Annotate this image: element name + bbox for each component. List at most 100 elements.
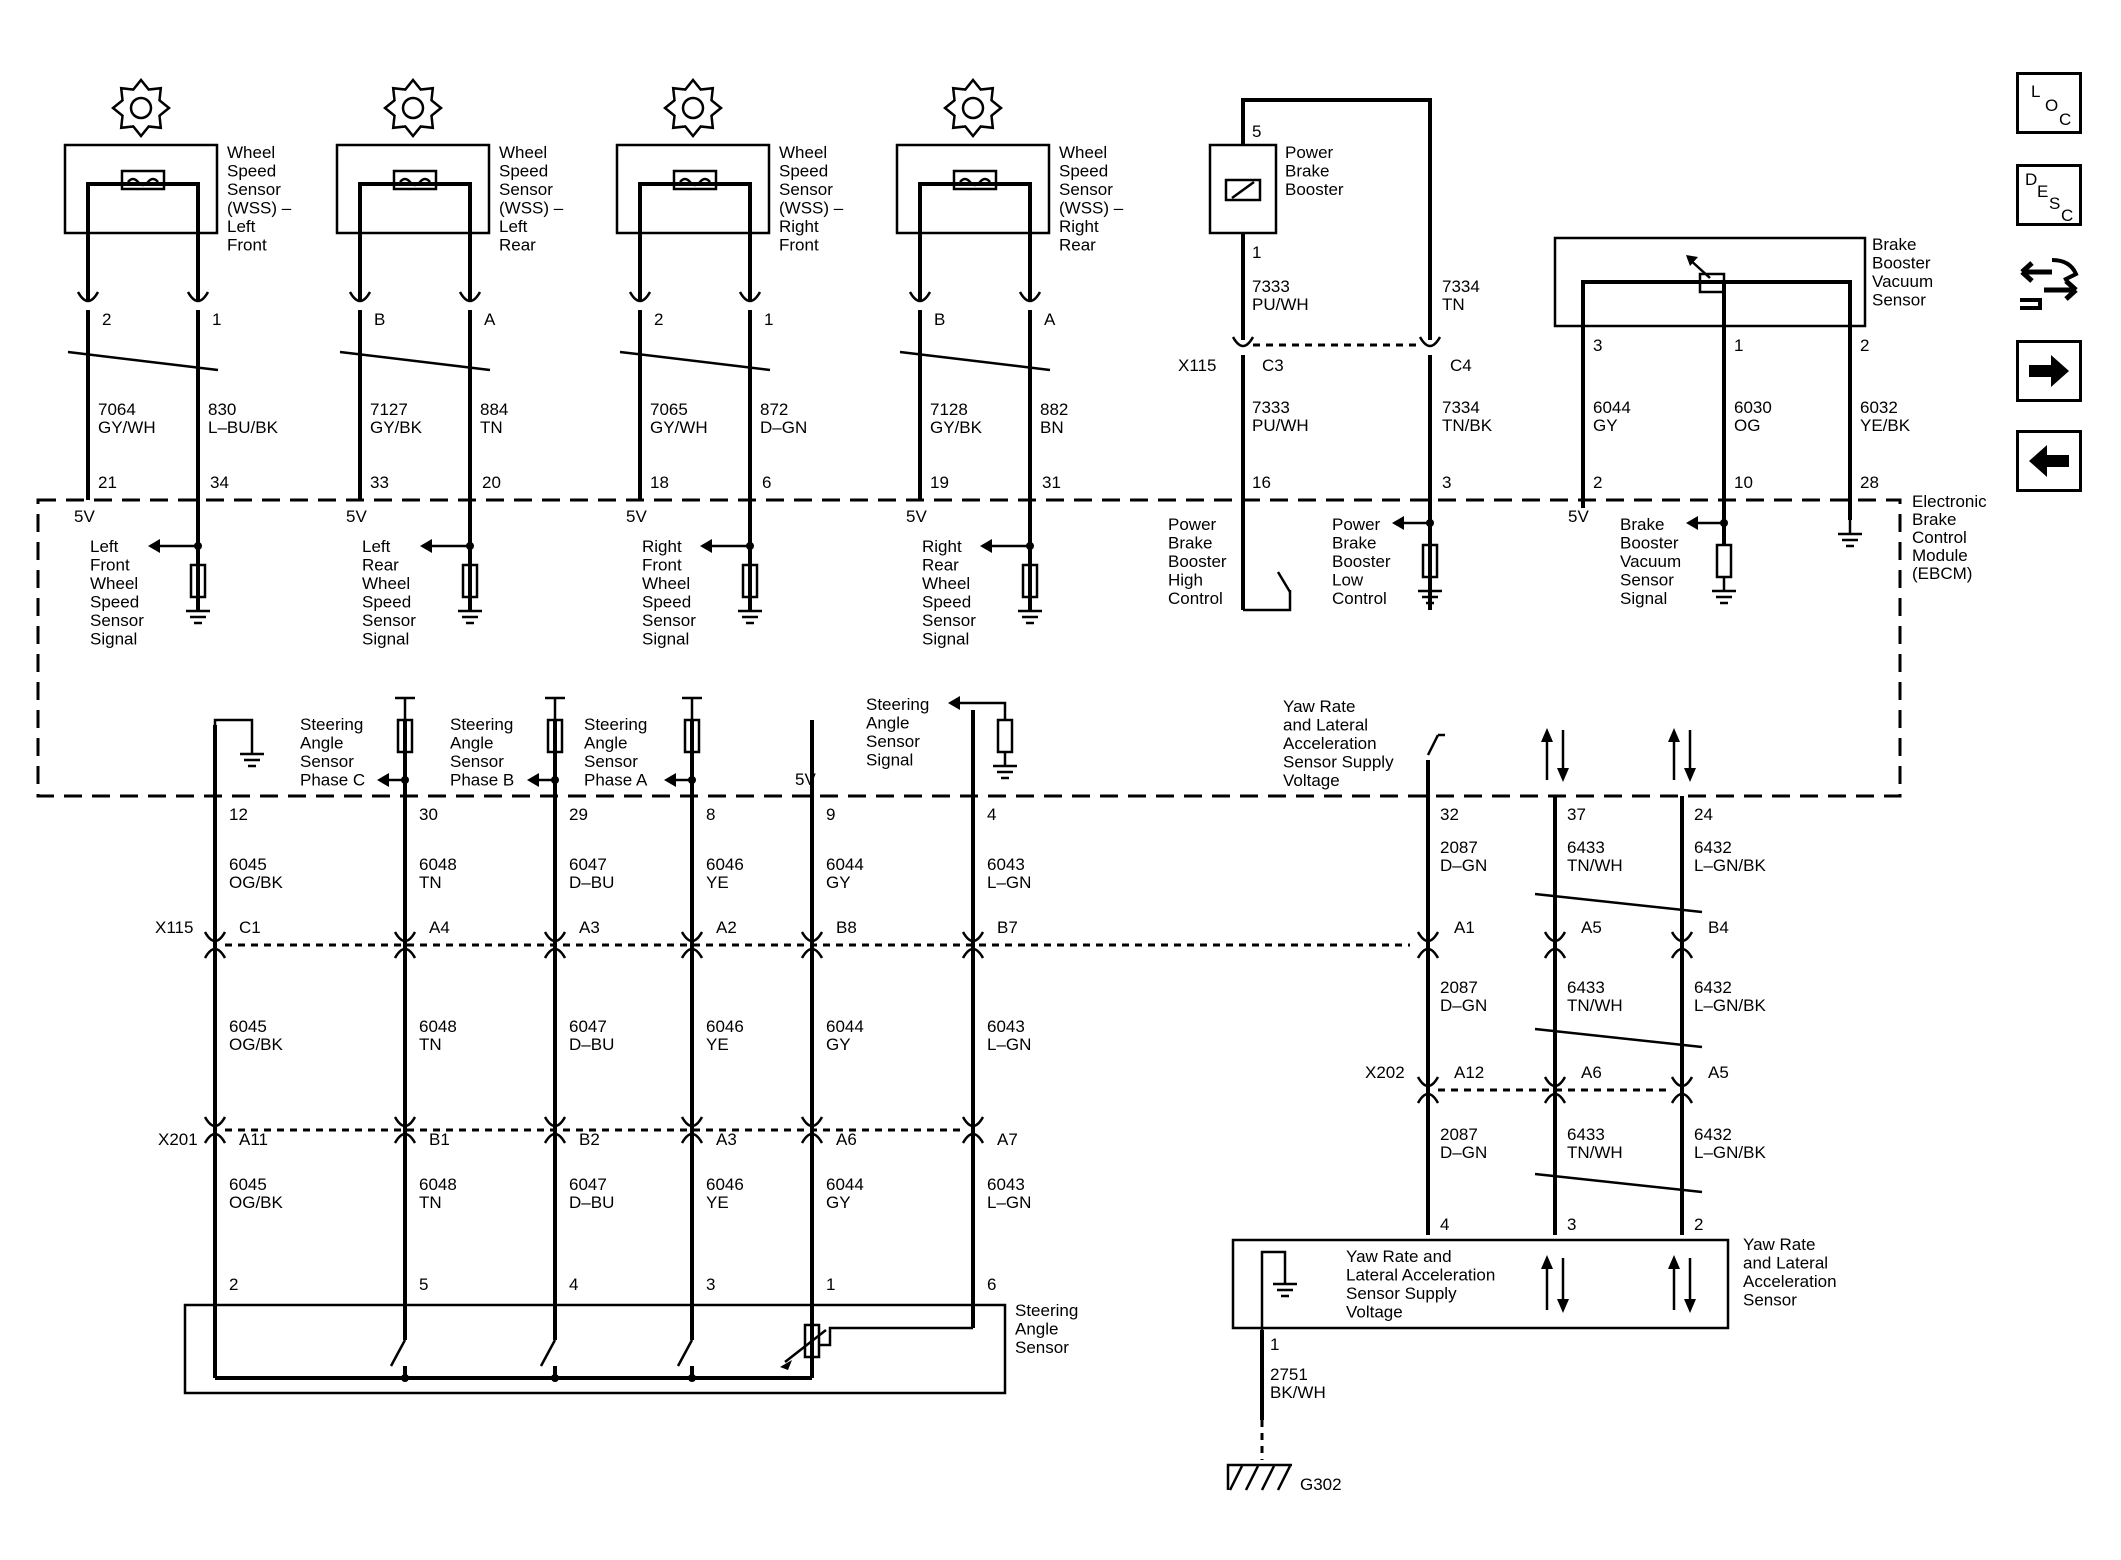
steering-phase-label: Angle [450,734,493,753]
connector-view-button[interactable] [2014,250,2084,314]
steering-angle-sensor-box [183,1303,1007,1395]
pin-number: A [484,310,496,329]
connector-pin: B2 [579,1130,600,1149]
yaw-rate-sensor-label: Acceleration [1743,1272,1837,1291]
arrow-up-icon [1668,728,1680,742]
pin-number: 2 [1860,336,1869,355]
circuit-number: 6043 [987,1017,1025,1036]
wss-signal-label: Wheel [922,574,970,593]
chassis-ground-hatch [1260,1465,1276,1491]
ebcm-pin: 18 [650,473,669,492]
ebcm-pin: 21 [98,473,117,492]
steering-phase-label: Angle [300,734,343,753]
sensor-wire [918,182,1032,300]
chassis-ground-hatch [1244,1465,1260,1491]
sensor-pin: 5 [419,1275,428,1294]
wire-color: D–GN [760,418,807,437]
wss-signal-label: Rear [362,556,399,575]
ebcm-label: (EBCM) [1912,564,1972,583]
vacuum-sensor-signal-label: Booster [1620,534,1679,553]
wss-signal-label: Speed [642,593,691,612]
connector-terminal [680,1132,704,1144]
circuit-number: 6048 [419,855,457,874]
steering-angle-sensor-label: Angle [1015,1320,1058,1339]
steering-potentiometer [803,1323,821,1359]
connector-x201-label: X201 [158,1130,198,1149]
wheel-speed-sensor-label: Sensor [779,180,833,199]
connector-terminal [1543,1092,1567,1104]
wire-color: GY/BK [370,418,423,437]
connector-terminal [393,1132,417,1144]
chassis-ground-hatch [1228,1465,1244,1491]
connector-terminal [1418,336,1442,348]
wire-color: PU/WH [1252,295,1309,314]
arrow-icon [1686,255,1698,266]
wire-color: L–GN/BK [1694,856,1766,875]
yaw-supply-label: Yaw Rate [1283,697,1355,716]
yaw-supply-label: Voltage [1283,771,1340,790]
loc-letter-l: L [2031,82,2040,101]
pbb-low-control-label: Power [1332,515,1381,534]
wire-color: TN/WH [1567,856,1623,875]
wss-signal-label: Signal [642,630,689,649]
ebcm-pin: 28 [1860,473,1879,492]
connector-pin: A3 [579,918,600,937]
circuit-number: 6044 [826,1175,864,1194]
wire-color: GY [826,1193,851,1212]
steering-phase-label: Sensor [584,752,638,771]
supply-5v-label: 5V [626,507,647,526]
wss-signal-label: Signal [90,630,137,649]
power-brake-booster-label: Power [1285,143,1334,162]
wire-color: BK/WH [1270,1383,1326,1402]
circuit-number: 6030 [1734,398,1772,417]
vacuum-sensor-label: Sensor [1872,291,1926,310]
wheel-speed-sensor-label: Speed [1059,162,1108,181]
wheel-speed-sensor-label: Wheel [499,143,547,162]
connector-terminal [680,947,704,959]
wss-signal-label: Sensor [922,611,976,630]
connector-terminal [543,947,567,959]
wire-color: L–GN [987,873,1031,892]
wire-color: D–GN [1440,996,1487,1015]
vacuum-sensor-label: Vacuum [1872,272,1933,291]
supply-5v-label: 5V [1568,507,1589,526]
wheel-speed-sensor-label: Left [499,217,528,236]
connector-pin: A7 [997,1130,1018,1149]
wire-color: OG [1734,416,1760,435]
loc-letter-c: C [2059,110,2071,129]
twisted-pair-marker [1534,892,1703,914]
previous-page-button[interactable] [2016,430,2082,492]
connector-terminal [961,1132,985,1144]
ebcm-pin: 2 [1593,473,1602,492]
wire-color: OG/BK [229,1035,284,1054]
wire-color: D–BU [569,1035,614,1054]
wheel-speed-sensor-label: Speed [227,162,276,181]
next-page-button[interactable] [2016,340,2082,402]
connector-terminal [1670,1076,1694,1088]
arrow-up-icon [1541,728,1553,742]
wire-color: GY/BK [930,418,983,437]
wheel-speed-sensor-label: Rear [1059,236,1096,255]
arrow-icon [780,1360,792,1370]
switch [389,1339,407,1367]
circuit-number: 6433 [1567,1125,1605,1144]
ground-lead [213,718,254,740]
wss-signal-label: Left [90,537,119,556]
sensor-pin: 3 [706,1275,715,1294]
wire-color: GY [826,1035,851,1054]
circuit-number: 6045 [229,855,267,874]
ebcm-pin: 31 [1042,473,1061,492]
arrow-up-icon [1668,1255,1680,1269]
connector-pin: B8 [836,918,857,937]
connector-terminal [628,291,652,303]
wheel-speed-sensor-label: Sensor [1059,180,1113,199]
arrow-left-icon [664,773,676,787]
ebcm-pin: 37 [1567,805,1586,824]
sensor-pin: 4 [569,1275,578,1294]
connector-x202-label: X202 [1365,1063,1405,1082]
vacuum-sensor-signal-label: Sensor [1620,571,1674,590]
circuit-number: 6046 [706,1175,744,1194]
power-brake-booster-label: Booster [1285,180,1344,199]
